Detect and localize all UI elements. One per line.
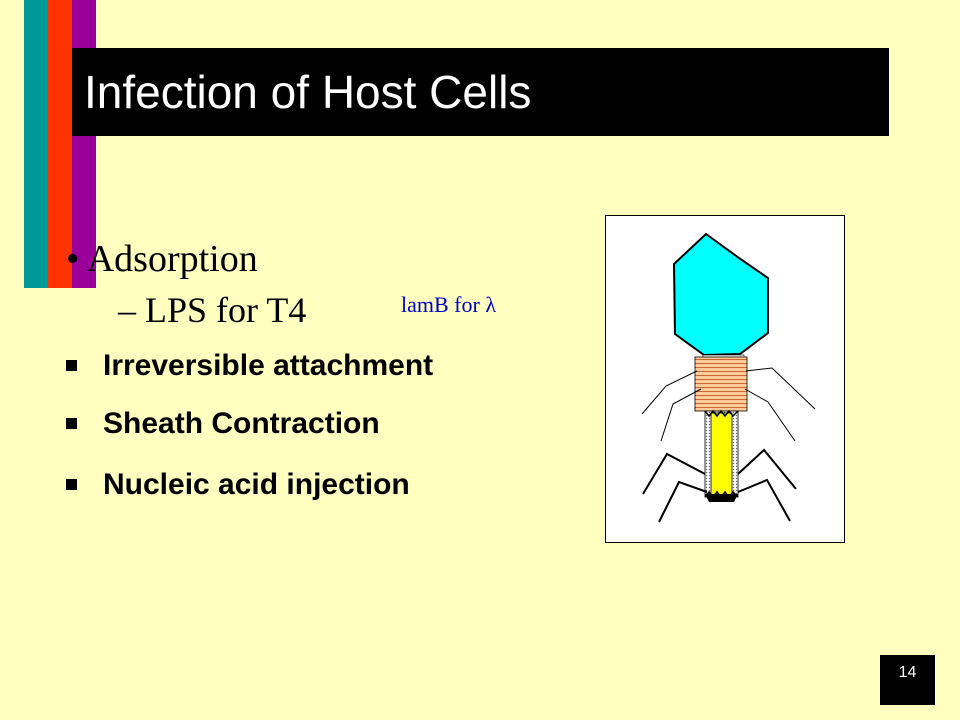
bullet-square-icon bbox=[66, 360, 77, 371]
bacteriophage-icon bbox=[641, 232, 816, 523]
adsorption-bullet: • Adsorption bbox=[66, 238, 258, 280]
decorative-stripe-teal bbox=[24, 0, 48, 288]
title-bar: Infection of Host Cells bbox=[72, 48, 889, 136]
bullet-text: Sheath Contraction bbox=[103, 407, 380, 440]
bullet-square-icon bbox=[66, 418, 77, 429]
bullet-text: Nucleic acid injection bbox=[103, 468, 410, 501]
slide-number-box: 14 bbox=[880, 655, 935, 705]
lamb-note: lamB for λ bbox=[401, 292, 496, 317]
slide-number: 14 bbox=[898, 664, 917, 681]
bacteriophage-diagram bbox=[605, 215, 845, 543]
slide-title: Infection of Host Cells bbox=[84, 66, 532, 118]
bullet-square-icon bbox=[66, 479, 77, 490]
decorative-stripe-red bbox=[48, 0, 72, 288]
bullet-text: Irreversible attachment bbox=[103, 349, 434, 382]
lps-sub-bullet: – LPS for T4 bbox=[118, 290, 307, 330]
